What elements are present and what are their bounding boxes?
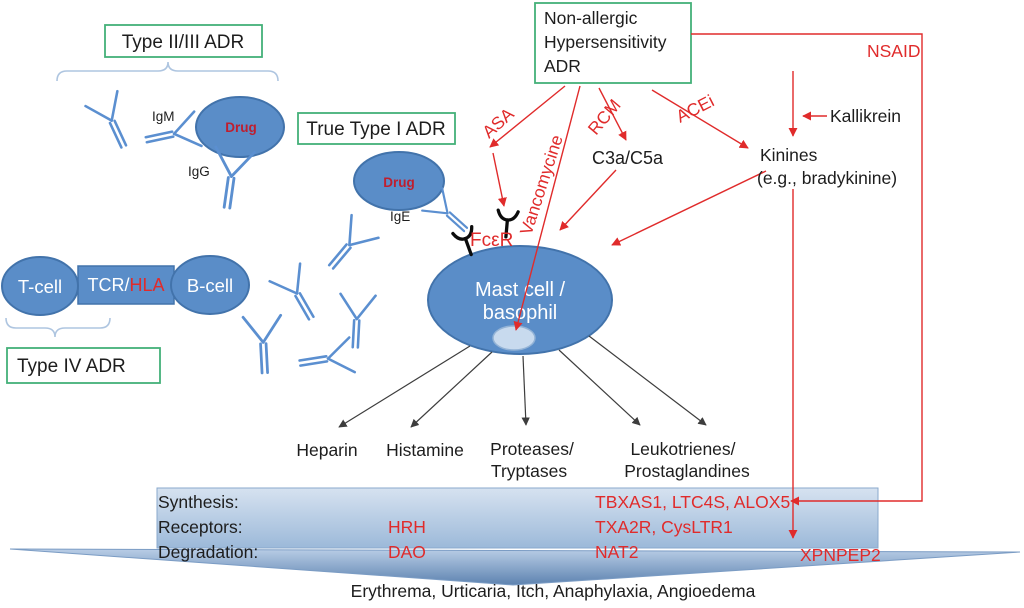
drug-ellipse-2	[353, 151, 445, 211]
synthesis-row-label: Synthesis:	[158, 492, 239, 512]
banner-rect	[156, 487, 879, 549]
type23-adr-box	[104, 24, 263, 58]
arrow-vancomycine-to-granule	[513, 85, 581, 331]
nonallergic-label-2: Hypersensitivity	[544, 32, 667, 52]
bcell-ellipse	[170, 255, 250, 315]
nat2-value: NAT2	[595, 542, 638, 562]
mast-cell-ellipse	[427, 245, 613, 355]
kinines-label: Kinines	[760, 145, 818, 165]
asa-label: ASA	[478, 103, 518, 142]
banner-triangle	[9, 548, 1021, 586]
granule	[492, 325, 536, 351]
arrow-asa-to-receptor	[492, 152, 507, 207]
type23-adr-label: Type II/III ADR	[122, 32, 245, 53]
igm-label: IgM	[152, 109, 175, 124]
tcr-hla-label: TCR/HLA	[87, 275, 164, 295]
igg-label: IgG	[188, 164, 210, 179]
arrow-histamine	[410, 351, 493, 428]
mediator-heparin-label: Heparin	[296, 440, 357, 460]
type4-adr-box	[6, 347, 161, 384]
c3a-c5a-label: C3a/C5a	[592, 148, 664, 168]
drug-label-2: Drug	[383, 175, 415, 190]
antibody-icon	[241, 313, 286, 376]
hla-label: HLA	[129, 275, 164, 295]
dao-value: DAO	[388, 542, 426, 562]
kinines-eg-label: (e.g., bradykinine)	[757, 168, 897, 188]
bcell-label: B-cell	[187, 275, 233, 296]
ige-label: IgE	[390, 209, 410, 224]
nsaid-label: NSAID	[867, 41, 920, 61]
mediator-tryptases-label: Tryptases	[491, 461, 567, 481]
antibody-icon	[316, 213, 380, 280]
kallikrein-label: Kallikrein	[830, 106, 901, 126]
mediator-proteases-label: Proteases/	[490, 439, 574, 459]
hrh-value: HRH	[388, 517, 426, 537]
type4-adr-label: Type IV ADR	[17, 356, 126, 377]
arrow-acei-to-kinines	[651, 89, 749, 149]
nonallergic-label-1: Non-allergic	[544, 8, 638, 28]
true-type1-adr-label: True Type I ADR	[306, 119, 445, 140]
synthesis-genes-value: TBXAS1, LTC4S, ALOX5	[595, 492, 790, 512]
outcome-caption: Erythrema, Urticaria, Itch, Anaphylaxia,…	[351, 581, 756, 601]
vancomycine-label: Vancomycine	[516, 132, 567, 237]
mediator-leukotrienes-label: Leukotrienes/	[630, 439, 735, 459]
arrow-heparin	[338, 345, 471, 428]
drug-ellipse-1	[195, 96, 285, 158]
xpnpep2-value: XPNPEP2	[800, 545, 881, 565]
drug-label-1: Drug	[225, 120, 257, 135]
line-nsaid-to-alox5	[691, 33, 923, 506]
rcm-label: RCM	[584, 95, 625, 138]
antibody-icon	[295, 336, 357, 382]
degradation-row-label: Degradation:	[158, 542, 258, 562]
nonallergic-label-3: ADR	[544, 56, 581, 76]
nonallergic-box	[534, 2, 692, 84]
antibody-icon	[84, 89, 141, 156]
bracket-type23	[56, 61, 279, 82]
txa2r-value: TXA2R, CysLTR1	[595, 517, 733, 537]
arrow-leukotrienes	[558, 349, 641, 426]
fcer-label: FcεR	[470, 230, 513, 251]
acei-label: ACEi	[673, 91, 718, 127]
mast-cell-label-1: Mast cell /	[475, 279, 565, 301]
bracket-type4	[5, 317, 111, 338]
tcr-label: TCR/	[87, 275, 129, 295]
receptors-row-label: Receptors:	[158, 517, 243, 537]
arrow-rcm	[598, 87, 627, 141]
arrow-prostaglandines	[588, 335, 707, 426]
mediator-prostaglandines-label: Prostaglandines	[624, 461, 750, 481]
mediator-histamine-label: Histamine	[386, 440, 464, 460]
arrow-c3a-to-mastcell	[559, 169, 617, 231]
true-type1-adr-box	[297, 112, 456, 145]
arrow-kinines-to-mastcell	[611, 170, 767, 246]
tcell-label: T-cell	[18, 276, 62, 297]
antibody-icon	[336, 292, 377, 350]
arrow-asa	[489, 85, 566, 148]
arrow-proteases	[521, 355, 530, 426]
tcell-ellipse	[1, 256, 79, 316]
